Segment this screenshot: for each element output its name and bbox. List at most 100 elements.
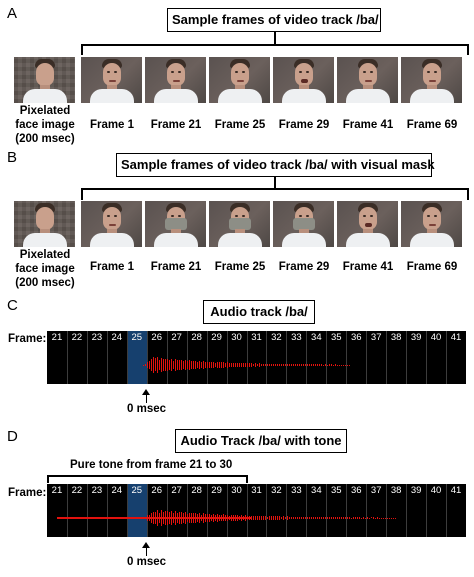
frame-divider [346,331,348,384]
frame-number: 22 [71,485,83,496]
waveform-sample [338,364,340,366]
waveform-sample [224,362,226,368]
waveform-sample [214,515,216,521]
panel-b-frame-label: Frame 29 [278,261,330,273]
waveform-sample [306,516,308,520]
panel-b-frame-69-image [401,201,462,247]
frame-number: 22 [71,332,83,343]
frame-divider [386,484,388,537]
waveform-sample [178,512,180,524]
panel-a-frame-label: Frame 41 [342,119,394,131]
frame-number: 31 [251,332,262,343]
waveform-sample [310,364,312,366]
panel-b-pixelated-face-image [14,201,75,247]
frame-number: 41 [450,332,462,343]
waveform-sample [286,363,288,366]
frame-number: 25 [131,485,143,496]
waveform-sample [296,364,298,366]
waveform-sample [312,517,314,519]
frame-number: 40 [430,332,442,343]
panel-d-tone-bracket-left [47,475,49,483]
panel-a-frame-29-image [273,57,334,103]
waveform-sample [354,517,356,519]
waveform-sample [302,516,304,520]
panel-a-title: Sample frames of video track /ba/ [167,8,381,32]
waveform-sample [206,514,208,522]
waveform-sample [148,360,150,369]
frame-number: 25 [131,332,143,343]
waveform-sample [144,517,146,519]
waveform-sample [180,512,182,524]
waveform-sample [270,516,272,520]
waveform-sample [256,516,258,520]
waveform-sample [244,363,246,367]
frame-divider [386,331,388,384]
frame-number: 21 [51,332,63,343]
frame-divider [166,484,168,537]
frame-number: 37 [370,485,382,496]
frame-number: 26 [151,332,162,343]
panel-d-tone-label: Pure tone from frame 21 to 30 [70,459,233,471]
waveform-sample [182,513,184,523]
panel-a-bracket-bar [81,44,468,46]
frame-divider [106,331,108,384]
waveform-sample [216,514,218,522]
frame-divider [126,331,128,384]
panel-a-frame-21-image [145,57,206,103]
waveform-sample [238,363,240,367]
frame-number: 31 [251,485,262,496]
waveform-sample [228,363,230,367]
waveform-sample [306,364,308,366]
panel-b-frame-1-image [81,201,142,247]
waveform-sample [298,516,300,520]
panel-b-frame-label: Frame 41 [342,261,394,273]
panel-a-frame-69-image [401,57,462,103]
waveform-sample [314,364,316,366]
waveform-sample [150,359,152,371]
waveform-sample [170,511,172,525]
waveform-sample [216,361,218,369]
waveform-sample [158,359,160,371]
panel-a-bracket-right [467,44,469,55]
waveform-sample [334,364,336,366]
waveform-sample [284,364,286,366]
waveform-sample [322,517,324,519]
waveform-sample [294,517,296,519]
waveform-sample [318,517,320,519]
waveform-sample [166,511,168,525]
waveform-sample [212,361,214,369]
waveform-sample [246,515,248,521]
panel-b-frame-label: Frame 69 [406,261,458,273]
waveform-sample [194,360,196,370]
waveform-sample [296,516,298,520]
waveform-sample [334,517,336,519]
waveform-sample [176,360,178,370]
waveform-sample [164,358,166,372]
frame-number: 32 [271,485,282,496]
frame-number: 36 [350,332,362,343]
waveform-sample [240,362,242,368]
waveform-sample [222,514,224,522]
waveform-sample [248,363,250,367]
frame-divider [226,484,228,537]
frame-number: 35 [331,485,342,496]
waveform-sample [324,364,326,366]
waveform-sample [152,511,154,525]
waveform-sample [376,517,378,519]
waveform-sample [186,361,188,369]
frame-divider [426,484,428,537]
frame-divider [146,484,148,537]
waveform-sample [192,513,194,523]
frame-number: 29 [211,332,222,343]
frame-number: 28 [191,485,202,496]
panel-a-frame-label: Frame 21 [150,119,202,131]
waveform-sample [158,512,160,524]
frame-divider [206,484,208,537]
waveform-sample [360,517,362,519]
waveform-sample [340,517,342,519]
panel-a-letter: A [7,5,18,22]
waveform-sample [160,357,162,373]
waveform-sample [172,513,174,523]
frame-number: 36 [350,485,362,496]
waveform-sample [290,516,292,520]
